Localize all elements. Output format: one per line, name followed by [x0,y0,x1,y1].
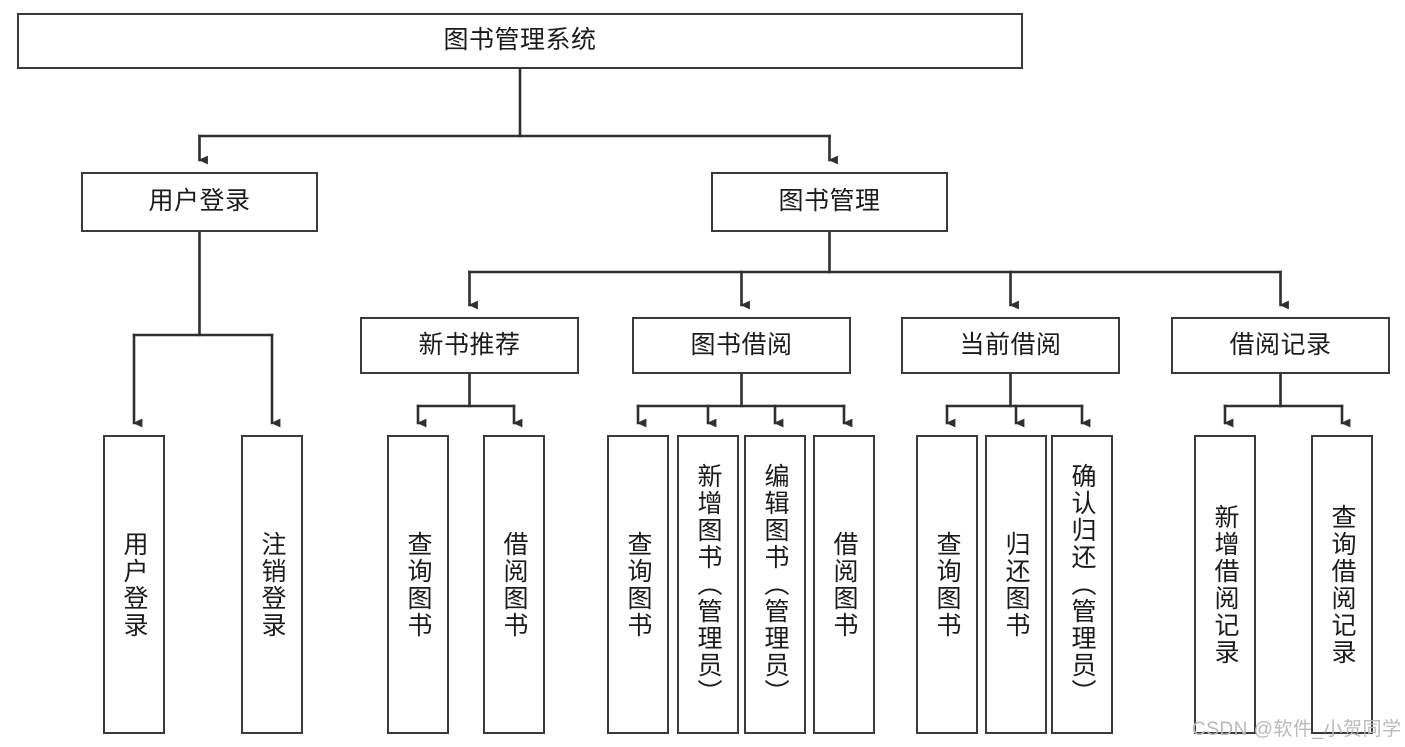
leaf-query-book-current[interactable]: 查询图书 [916,435,978,734]
leaf-logout-label: 注销登录 [258,530,286,639]
leaf-query-book-recommend-label: 查询图书 [404,530,432,639]
leaf-confirm-return-admin[interactable]: 确认归还（管理员） [1051,435,1113,734]
leaf-confirm-return-admin-label: 确认归还（管理员） [1068,463,1096,706]
leaf-edit-book-admin[interactable]: 编辑图书（管理员） [744,435,806,734]
node-book-management-label: 图书管理 [778,187,881,216]
leaf-query-borrow-record[interactable]: 查询借阅记录 [1311,435,1373,734]
leaf-add-borrow-record[interactable]: 新增借阅记录 [1194,435,1256,734]
leaf-return-book-label: 归还图书 [1002,530,1030,639]
leaf-user-login[interactable]: 用户登录 [103,435,165,734]
node-book-management[interactable]: 图书管理 [711,172,948,232]
node-book-borrow-label: 图书借阅 [690,330,793,359]
node-borrow-record[interactable]: 借阅记录 [1171,317,1390,374]
leaf-query-book-current-label: 查询图书 [933,530,961,639]
leaf-borrow-book-label: 借阅图书 [830,530,858,639]
leaf-query-book-borrow[interactable]: 查询图书 [607,435,669,734]
csdn-watermark: CSDN @软件_小贺同学 [1192,719,1402,740]
leaf-add-book-admin-label: 新增图书（管理员） [694,463,722,706]
node-user-login-label: 用户登录 [148,187,251,216]
leaf-query-book-borrow-label: 查询图书 [624,530,652,639]
node-user-login[interactable]: 用户登录 [81,172,318,232]
node-current-borrow[interactable]: 当前借阅 [901,317,1120,374]
node-current-borrow-label: 当前借阅 [959,330,1062,359]
leaf-user-login-label: 用户登录 [120,530,148,639]
node-new-book-recommend[interactable]: 新书推荐 [360,317,579,374]
node-root[interactable]: 图书管理系统 [17,13,1023,69]
leaf-logout[interactable]: 注销登录 [241,435,303,734]
node-borrow-record-label: 借阅记录 [1229,330,1332,359]
node-book-borrow[interactable]: 图书借阅 [632,317,851,374]
leaf-add-book-admin[interactable]: 新增图书（管理员） [677,435,739,734]
leaf-borrow-book-recommend[interactable]: 借阅图书 [483,435,545,734]
node-root-label: 图书管理系统 [443,26,597,55]
leaf-query-borrow-record-label: 查询借阅记录 [1328,503,1356,666]
leaf-borrow-book[interactable]: 借阅图书 [813,435,875,734]
node-new-book-recommend-label: 新书推荐 [418,330,521,359]
leaf-return-book[interactable]: 归还图书 [985,435,1047,734]
leaf-add-borrow-record-label: 新增借阅记录 [1211,503,1239,666]
leaf-edit-book-admin-label: 编辑图书（管理员） [761,463,789,706]
leaf-query-book-recommend[interactable]: 查询图书 [387,435,449,734]
leaf-borrow-book-recommend-label: 借阅图书 [500,530,528,639]
